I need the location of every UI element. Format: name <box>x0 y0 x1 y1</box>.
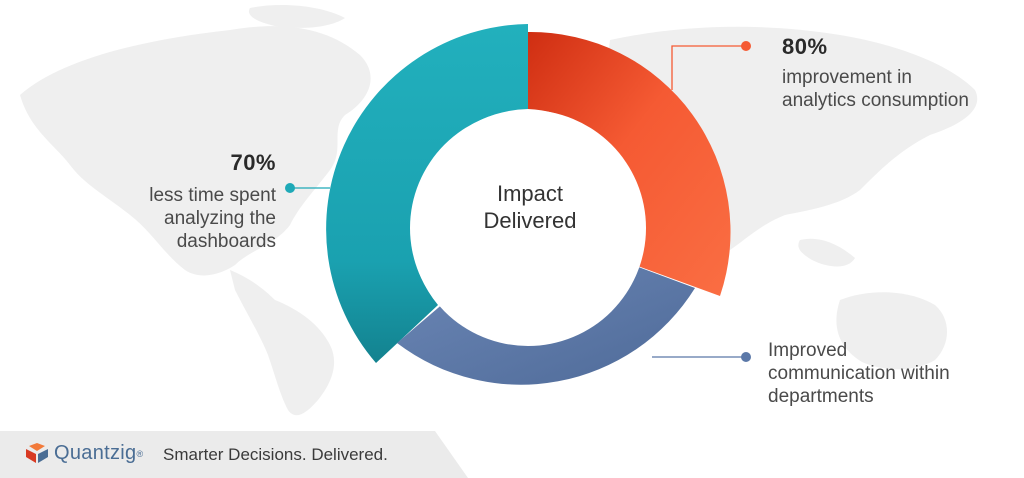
center-label-line-2: Delivered <box>483 208 577 233</box>
marker-dot-orange <box>741 41 751 51</box>
stat-text-line: Improved <box>768 340 848 361</box>
brand-tagline: Smarter Decisions. Delivered. <box>163 445 388 464</box>
brand-logo: Quantzig® <box>24 442 143 465</box>
stat-text-line: less time spent <box>149 185 276 206</box>
quantzig-book-logo-icon <box>26 442 48 463</box>
stat-text-line: communication within <box>768 363 950 384</box>
stat-text-line: dashboards <box>176 231 276 252</box>
footer-background <box>0 431 468 478</box>
donut-center-circle <box>410 110 646 346</box>
footer-brand-strip: Quantzig® Smarter Decisions. Delivered. <box>0 431 470 478</box>
stat-text-line: improvement in <box>782 67 912 88</box>
stat-analytics-consumption: 80% improvement in analytics consumption <box>782 34 1022 112</box>
registered-mark: ® <box>136 448 144 459</box>
donut-segment-teal <box>326 24 528 363</box>
marker-dot-blue <box>741 352 751 362</box>
center-label-line-1: Impact <box>496 181 564 206</box>
brand-name: Quantzig <box>54 442 137 464</box>
stat-communication: Improved communication within department… <box>768 339 1018 408</box>
stat-text-line: analytics consumption <box>782 90 969 111</box>
donut-segment-orange <box>528 31 731 296</box>
stat-value: 70% <box>230 150 276 175</box>
stat-text-line: analyzing the <box>164 208 276 229</box>
stat-text-line: departments <box>768 386 874 407</box>
center-label: Impact Delivered <box>440 180 620 234</box>
stat-value: 80% <box>782 34 828 59</box>
connector-top-right <box>671 45 746 90</box>
stat-time-saved: 70% less time spent analyzing the dashbo… <box>66 150 276 253</box>
marker-dot-teal <box>285 183 295 193</box>
